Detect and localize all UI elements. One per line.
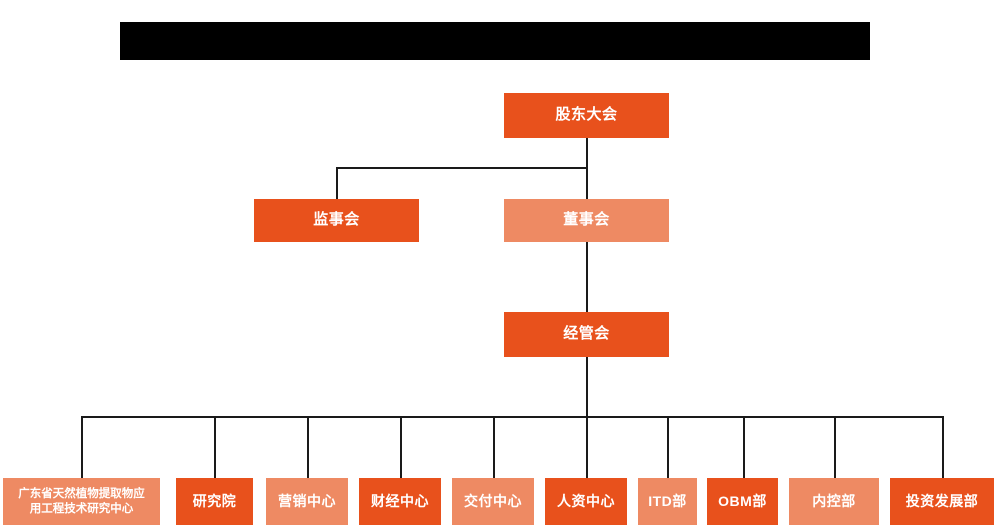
connector-supervisors-drop (336, 167, 338, 200)
connector-drop-marketing (307, 416, 309, 478)
node-marketing-center[interactable]: 营销中心 (266, 478, 348, 525)
node-itd-department[interactable]: ITD部 (638, 478, 697, 525)
node-internal-control-department[interactable]: 内控部 (789, 478, 879, 525)
node-hr-center[interactable]: 人资中心 (545, 478, 627, 525)
connector-drop-hr (586, 416, 588, 478)
node-obm-department[interactable]: OBM部 (707, 478, 778, 525)
node-delivery-center[interactable]: 交付中心 (452, 478, 534, 525)
connector-drop-itd (667, 416, 669, 478)
connector-directors-drop (586, 167, 588, 200)
node-research-institute[interactable]: 研究院 (176, 478, 253, 525)
connector-directors-management (586, 241, 588, 312)
connector-management-bus (586, 356, 588, 418)
connector-shareholders-down (586, 137, 588, 169)
node-investment-development-department[interactable]: 投资发展部 (890, 478, 994, 525)
node-board-of-supervisors[interactable]: 监事会 (254, 199, 419, 242)
connector-drop-internal (834, 416, 836, 478)
connector-drop-delivery (493, 416, 495, 478)
connector-drop-obm (743, 416, 745, 478)
connector-drop-investment (942, 416, 944, 478)
connector-branch-supervisors (336, 167, 588, 169)
connector-drop-research-center (81, 416, 83, 478)
node-management-committee[interactable]: 经管会 (504, 312, 669, 357)
node-board-of-directors[interactable]: 董事会 (504, 199, 669, 242)
node-natural-plant-extract-research-center[interactable]: 广东省天然植物提取物应 用工程技术研究中心 (3, 478, 160, 525)
redacted-title-bar (120, 22, 870, 60)
node-shareholders-meeting[interactable]: 股东大会 (504, 93, 669, 138)
connector-drop-institute (214, 416, 216, 478)
connector-drop-finance (400, 416, 402, 478)
connector-department-bus (82, 416, 943, 418)
node-finance-center[interactable]: 财经中心 (359, 478, 441, 525)
